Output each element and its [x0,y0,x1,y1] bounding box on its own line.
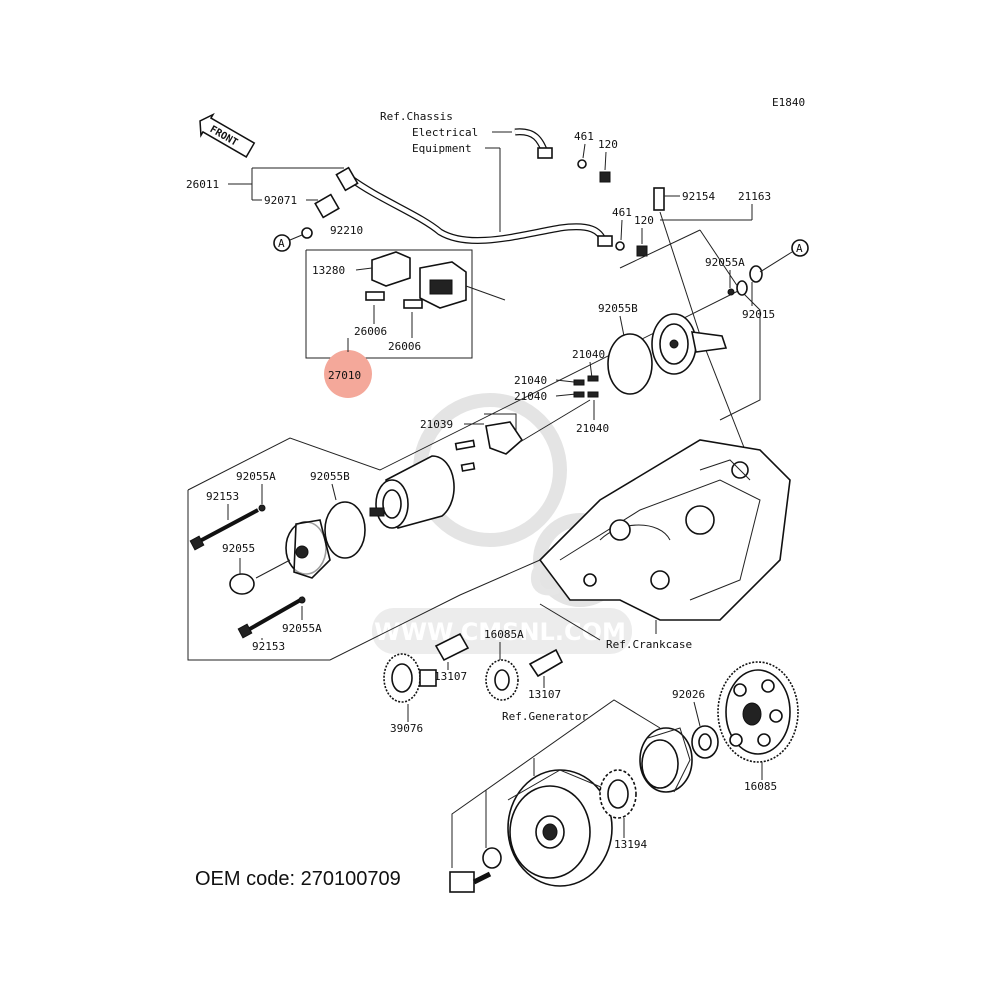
part-92210: 92210 [330,224,363,237]
brush-2 [587,375,599,382]
bolt-92154 [653,187,665,211]
part-13280: 13280 [312,264,345,277]
part-92026: 92026 [672,688,705,701]
part-92153b: 92153 [252,640,285,653]
brush-3 [573,391,585,398]
ref-crankcase: Ref.Crankcase [606,638,692,651]
part-120b: 120 [634,214,654,227]
oneway-clutch-13194 [599,769,637,819]
part-92015: 92015 [742,308,775,321]
ref-generator: Ref.Generator [502,710,588,723]
oem-code-caption: OEM code: 270100709 [195,868,401,890]
part-92055A-top: 92055A [705,256,745,269]
connector-92071 [314,193,340,219]
front-cover [285,519,331,579]
bolt-92153b [247,596,305,632]
brush-holder-21039 [485,421,524,455]
flywheel [507,769,613,887]
part-92055A-left: 92055A [236,470,276,483]
highlight-27010 [324,350,372,398]
part-26006b: 26006 [388,340,421,353]
crankcase [538,439,791,621]
part-26006a: 26006 [354,325,387,338]
part-92154: 92154 [682,190,715,203]
part-21040d: 21040 [576,422,609,435]
part-92055B-left: 92055B [310,470,350,483]
part-26011: 26011 [186,178,219,191]
watermark-url: WWW.CMSNL.COM [374,618,626,646]
part-120a: 120 [598,138,618,151]
front-arrow: FRONT [199,112,256,158]
part-461b: 461 [612,206,632,219]
part-16085A: 16085A [484,628,524,641]
bolt-generator [449,871,492,893]
washer-92210 [301,227,313,239]
relay-group [305,249,506,359]
washer-92015b [749,265,763,283]
end-cover-21163 [651,313,728,375]
part-27010: 27010 [328,369,361,382]
part-39076: 39076 [390,722,423,735]
part-92071: 92071 [264,194,297,207]
ref-chassis-3: Equipment [412,142,472,155]
circle-a-left-label: A [278,237,285,250]
bolt-92153a [197,508,259,544]
part-13107a: 13107 [434,670,467,683]
shaft-13107a [434,632,470,662]
washer-generator [482,847,502,869]
brush-1 [573,379,585,386]
part-92153a: 92153 [206,490,239,503]
part-21040a: 21040 [572,348,605,361]
oring-92055B-left [324,501,366,559]
clutch-housing [639,727,693,793]
oring-92055B-top [607,333,653,395]
part-92055B-top: 92055B [598,302,638,315]
brush-4 [587,391,599,398]
shaft-13107b [528,648,564,678]
oring-92055 [229,573,255,595]
part-92055: 92055 [222,542,255,555]
starter-motor [369,455,455,529]
part-461a: 461 [574,130,594,143]
circle-a-right-label: A [796,242,803,255]
circle-a-right [791,239,809,257]
ref-chassis-1: Ref.Chassis [380,110,453,123]
part-21039: 21039 [420,418,453,431]
part-21040b: 21040 [514,374,547,387]
oring-92055A-top [727,288,735,296]
nut-120a [599,171,611,183]
ref-chassis-2: Electrical [412,126,478,139]
starter-cable [335,128,613,247]
part-92055A-low: 92055A [282,622,322,635]
part-16085: 16085 [744,780,777,793]
washer-461b [615,241,625,251]
nut-120b [636,245,648,257]
circle-a-left [273,234,291,252]
gear-16085 [717,661,799,763]
part-13194: 13194 [614,838,647,851]
diagram-code: E1840 [772,96,805,109]
washer-92015a [736,280,748,296]
part-13107b: 13107 [528,688,561,701]
part-21163: 21163 [738,190,771,203]
part-21040c: 21040 [514,390,547,403]
washer-461a [577,159,587,169]
